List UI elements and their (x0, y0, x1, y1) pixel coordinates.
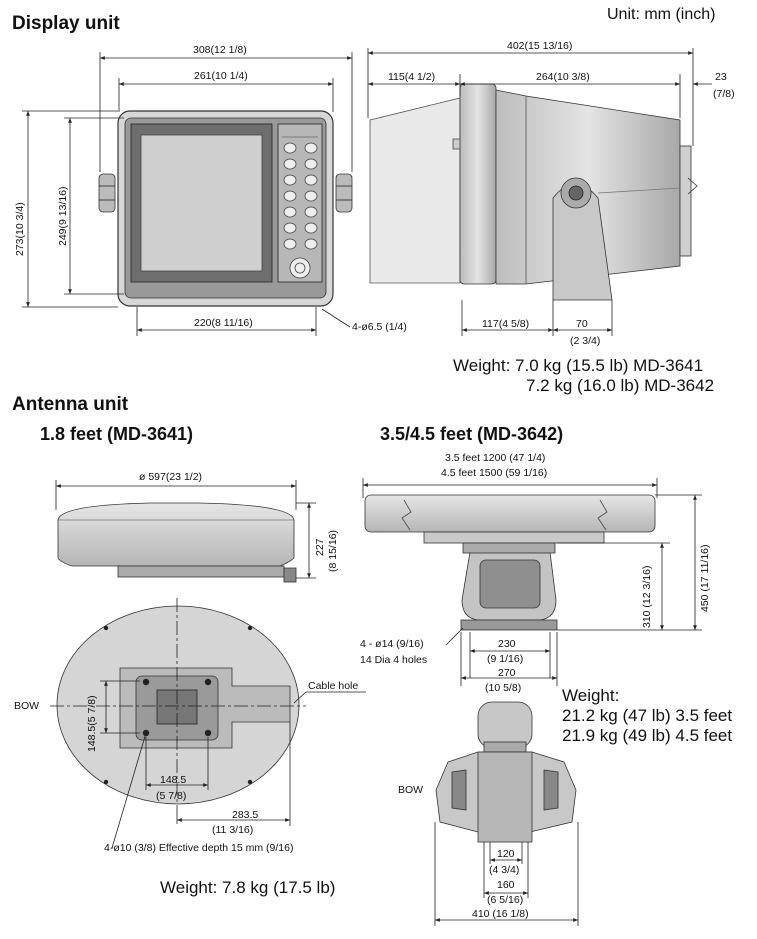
dim-large-top-410: 410 (16 1/8) (472, 908, 529, 920)
dim-large-top-120: 120 (497, 848, 515, 860)
dim-display-bracket-width-inch: (2 3/4) (570, 335, 601, 347)
dim-large-len-35: 3.5 feet 1200 (47 1/4) (445, 452, 546, 464)
dim-small-mount-h-inch: (5 7/8) (156, 790, 187, 802)
display-front-dimensions (22, 52, 353, 336)
antenna-unit-title: Antenna unit (12, 394, 129, 415)
dim-small-cable-offset: 283.5 (232, 809, 259, 821)
dim-small-diameter: ø 597(23 1/2) (139, 471, 203, 483)
dim-large-top-160: 160 (497, 879, 515, 891)
dim-large-len-45: 4.5 feet 1500 (59 1/16) (441, 467, 548, 479)
dim-display-height-inner: 249(9 13/16) (57, 186, 69, 246)
dim-display-height-outer: 273(10 3/4) (14, 202, 26, 256)
dim-large-top-120-inch: (4 3/4) (489, 864, 520, 876)
dim-display-bracket-offset: 117(4 5/8) (482, 318, 530, 330)
large-weight-label: Weight: (562, 686, 620, 705)
large-antenna-side-view (362, 478, 702, 686)
cable-hole-label: Cable hole (308, 680, 359, 692)
display-weight-3642: 7.2 kg (16.0 lb) MD-3642 (526, 376, 715, 395)
display-unit-title: Display unit (12, 13, 120, 34)
large-weight-35: 21.2 kg (47 lb) 3.5 feet (562, 706, 733, 725)
dim-display-overall-width: 308(12 1/8) (193, 44, 247, 56)
dim-large-holes: 4 - ø14 (9/16) (360, 638, 424, 650)
small-antenna-title: 1.8 feet (MD-3641) (40, 424, 194, 444)
dim-large-base-270-inch: (10 5/8) (485, 682, 522, 694)
dim-large-total-height: 450 (17 11/16) (699, 544, 711, 612)
small-bow-label: BOW (14, 700, 40, 712)
dim-large-base-230-inch: (9 1/16) (487, 653, 524, 665)
dim-small-mount-h: 148.5 (160, 774, 187, 786)
dim-display-depth-total: 402(15 13/16) (507, 40, 573, 52)
dim-small-cable-offset-inch: (11 3/16) (212, 824, 254, 836)
dim-large-holes-desc: 14 Dia 4 holes (360, 654, 428, 666)
dim-large-base-230: 230 (498, 638, 516, 650)
dim-display-holes: 4-ø6.5 (1/4) (352, 321, 407, 333)
small-antenna-weight: Weight: 7.8 kg (17.5 lb) (160, 878, 336, 897)
dim-large-pedestal-height: 310 (12 3/16) (641, 565, 653, 628)
dim-display-depth-rear: 264(10 3/8) (536, 71, 590, 83)
dim-large-base-270: 270 (498, 667, 516, 679)
dim-display-base-width: 220(8 11/16) (194, 317, 253, 329)
small-antenna-bottom-view (50, 598, 366, 849)
dim-display-inner-width: 261(10 1/4) (194, 70, 248, 82)
dim-display-bracket-width: 70 (576, 318, 588, 330)
dim-large-top-160-inch: (6 5/16) (487, 894, 524, 906)
dim-display-depth-front: 115(4 1/2) (388, 71, 436, 83)
large-antenna-title: 3.5/4.5 feet (MD-3642) (380, 424, 564, 444)
large-antenna-top-view (434, 701, 579, 926)
small-antenna-side-view (55, 480, 316, 583)
display-front-view (98, 110, 353, 307)
large-bow-label: BOW (398, 784, 424, 796)
display-side-view (369, 83, 698, 301)
unit-note: Unit: mm (inch) (607, 6, 716, 23)
display-weight-3641: Weight: 7.0 kg (15.5 lb) MD-3641 (453, 356, 704, 375)
large-weight-45: 21.9 kg (49 lb) 4.5 feet (562, 726, 733, 745)
dim-small-height-inch: (8 15/16) (327, 529, 339, 572)
dim-small-mount-v: 148.5(5 7/8) (86, 695, 98, 752)
dim-small-holes: 4-ø10 (3/8) Effective depth 15 mm (9/16) (104, 842, 294, 854)
dim-display-rear-protrusion: 23 (715, 71, 727, 83)
dim-display-rear-protrusion-inch: (7/8) (713, 88, 735, 100)
dim-small-height: 227 (314, 538, 326, 556)
display-side-dimensions (367, 48, 712, 336)
